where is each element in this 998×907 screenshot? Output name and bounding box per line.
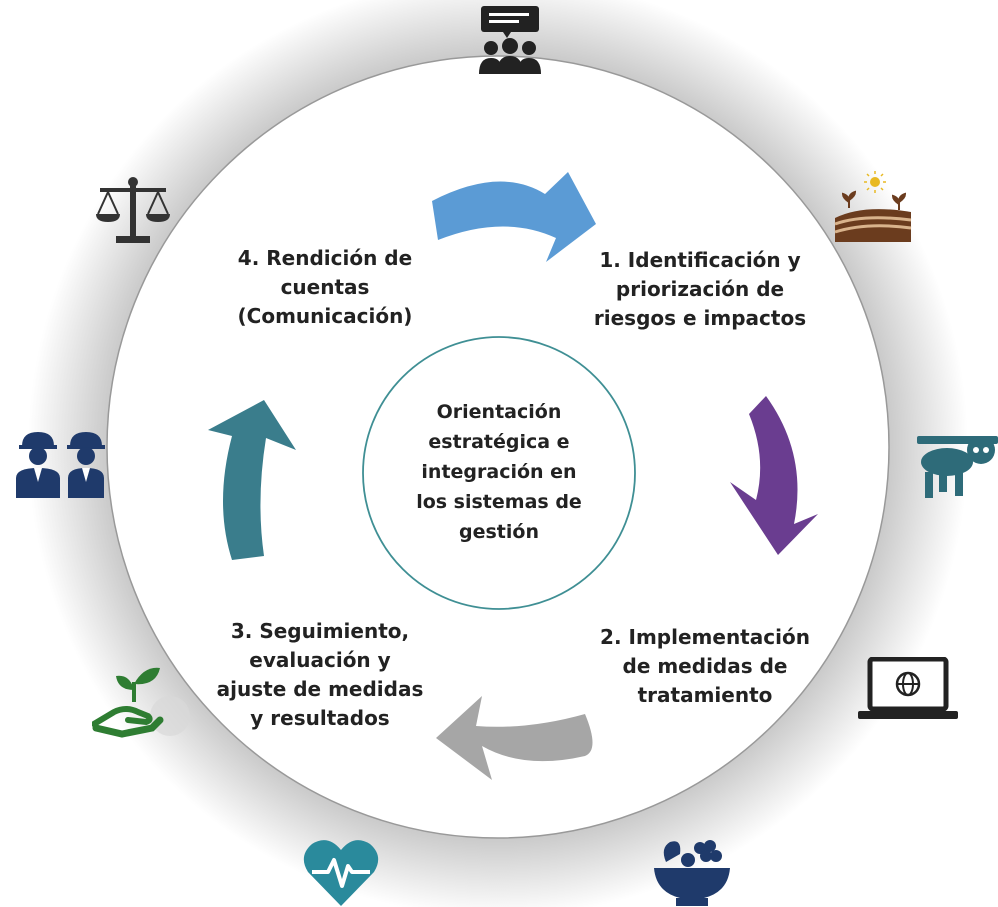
center-label: Orientación estratégica e integración en… <box>416 401 582 543</box>
arrow-step-2 <box>730 396 818 555</box>
fruit-bowl-icon <box>654 840 730 906</box>
balance-scale-icon <box>96 177 170 243</box>
step-3-label: 3. Seguimiento, evaluación y ajuste de m… <box>216 619 424 730</box>
arrow-step-3 <box>436 696 593 780</box>
hand-plant-icon <box>92 667 190 738</box>
arrow-step-1 <box>432 172 596 262</box>
agriculture-field-icon <box>834 171 912 242</box>
meeting-people-icon <box>479 6 541 74</box>
step-4-label: 4. Rendición de cuentas (Comunicación) <box>237 246 413 328</box>
step-2-label: 2. Implementación de medidas de tratamie… <box>600 625 810 707</box>
step-1-label: 1. Identificación y priorización de ries… <box>593 248 807 330</box>
arrow-step-4 <box>208 400 296 560</box>
inner-circle <box>362 336 636 610</box>
health-heart-icon <box>303 840 379 906</box>
workers-icon <box>16 432 105 498</box>
sloth-biodiversity-icon <box>917 436 998 498</box>
laptop-globe-icon <box>858 657 958 719</box>
